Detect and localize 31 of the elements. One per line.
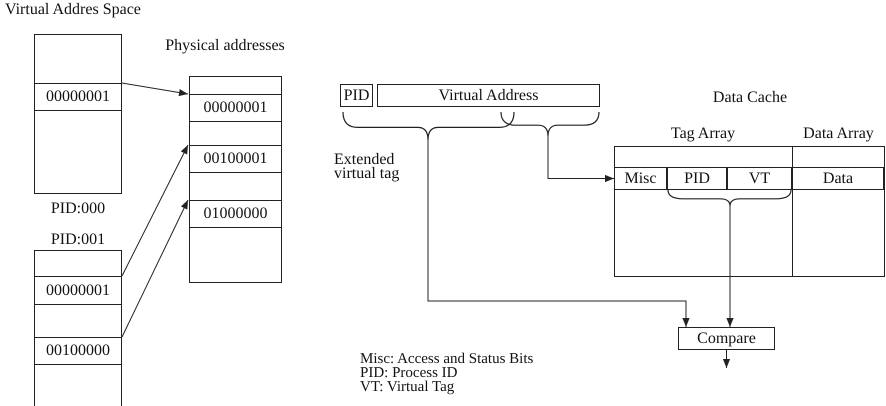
field-box: VT [727,167,792,190]
column-label: PID:000 [50,199,106,219]
column-title: Virtual Addres Space [5,3,141,17]
arrow [548,136,614,182]
memory-entry: 00000001 [189,94,282,122]
arrow [428,140,690,328]
arrow [726,206,734,328]
column-label: Data Array [802,124,875,144]
column-label: Tag Array [670,124,736,144]
note-text: VT: Virtual Tag [360,380,454,394]
arrow [722,350,730,368]
memory-entry: 00000001 [34,276,122,305]
field-box: 00000001 [34,83,122,111]
memory-entry: 01000000 [189,200,282,228]
field-box: Data [792,167,884,190]
arrow [122,200,188,338]
column-label: PID:001 [50,230,106,250]
side-label: Extended virtual tag [334,153,400,181]
field-box: PID [340,84,373,107]
field-box: PID [667,167,727,190]
field-box: Misc [614,167,667,190]
compare-box: Compare [678,327,775,350]
note-text: PID: Process ID [360,366,458,380]
field-box: Virtual Address [377,84,600,107]
note-text: Misc: Access and Status Bits [360,352,534,366]
arrow [122,82,188,96]
memory-entry: 00100000 [34,337,122,365]
memory-entry: 00100001 [189,145,282,173]
column-label: Physical addresses [164,36,286,56]
arrow [122,144,188,276]
diagram-heading: Data Cache [712,88,788,108]
